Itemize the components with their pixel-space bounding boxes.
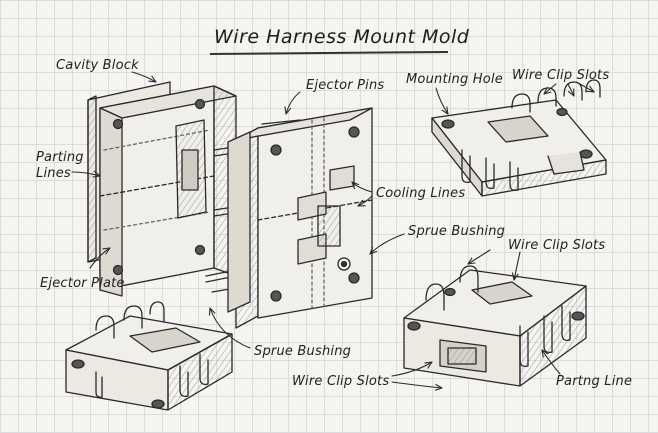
top-right-part-drawing <box>431 79 607 197</box>
cavity-block-drawing <box>87 81 241 297</box>
label-sprue-bushing-bottom: Sprue Bushing <box>254 344 352 359</box>
label-sprue-bushing-mid: Sprue Bushing <box>408 224 506 239</box>
label-ejector-plate: Ejector Plate <box>40 276 125 291</box>
bottom-right-part-drawing <box>403 265 587 387</box>
label-cavity-block: Cavity Block <box>56 58 139 73</box>
diagram-title: Wire Harness Mount Mold <box>214 26 470 48</box>
label-cooling-lines: Cooling Lines <box>376 186 466 201</box>
label-parting-lines: Parting Lines <box>36 150 84 181</box>
label-ejector-pins: Ejector Pins <box>306 78 385 93</box>
leader-lines <box>71 71 595 388</box>
label-wire-clip-slots-top: Wire Clip Slots <box>512 68 610 83</box>
label-wire-clip-slots-bottom: Wire Clip Slots <box>292 374 390 389</box>
core-block-drawing <box>205 107 373 329</box>
bottom-left-part-drawing <box>65 301 233 411</box>
label-mounting-hole: Mounting Hole <box>406 72 503 87</box>
label-wire-clip-slots-mid: Wire Clip Slots <box>508 238 606 253</box>
label-parting-line: Partng Line <box>556 374 633 389</box>
